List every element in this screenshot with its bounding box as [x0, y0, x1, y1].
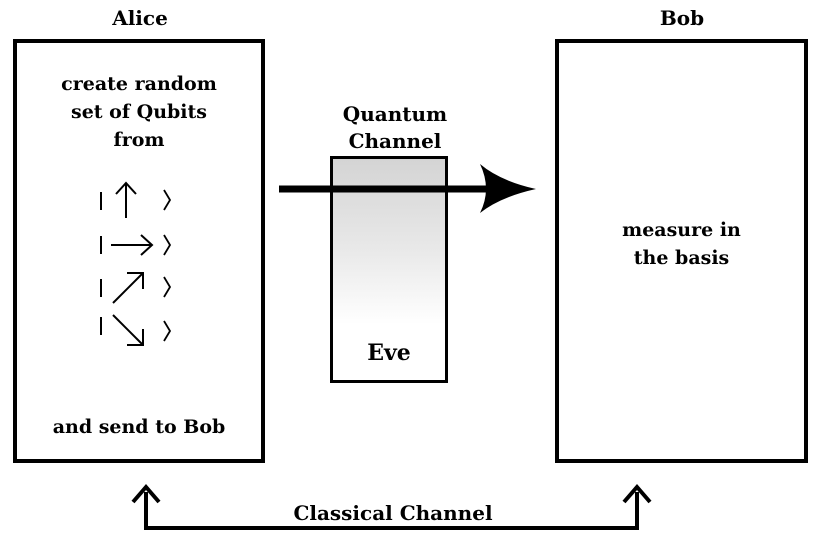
classical-channel-arrow: [131, 483, 652, 530]
quantum-channel-label-line1: Quantum: [342, 102, 448, 126]
bob-text-line1: measure in: [622, 219, 741, 241]
bob-box: measure in the basis: [555, 39, 808, 463]
ket-down-right-arrow-icon: [97, 309, 187, 349]
alice-text-line3: from: [113, 129, 165, 151]
alice-text-line1: create random: [61, 73, 217, 95]
classical-channel-label: Classical Channel: [263, 500, 523, 526]
ket-right-arrow-icon: [97, 224, 187, 264]
eve-label: Eve: [367, 340, 411, 366]
alice-title: Alice: [112, 6, 168, 30]
ket-up-arrow-icon: [97, 180, 187, 220]
alice-footer-text: and send to Bob: [52, 416, 226, 438]
eve-channel-box: Eve: [330, 156, 448, 383]
bob-title: Bob: [659, 6, 705, 30]
quantum-channel-label-line2: Channel: [348, 129, 442, 153]
bob-text-line2: the basis: [633, 247, 730, 269]
alice-box: create random set of Qubits from: [13, 39, 265, 463]
ket-up-right-arrow-icon: [97, 267, 187, 307]
alice-text-line2: set of Qubits: [71, 101, 207, 123]
quantum-channel-arrow: [279, 164, 536, 213]
